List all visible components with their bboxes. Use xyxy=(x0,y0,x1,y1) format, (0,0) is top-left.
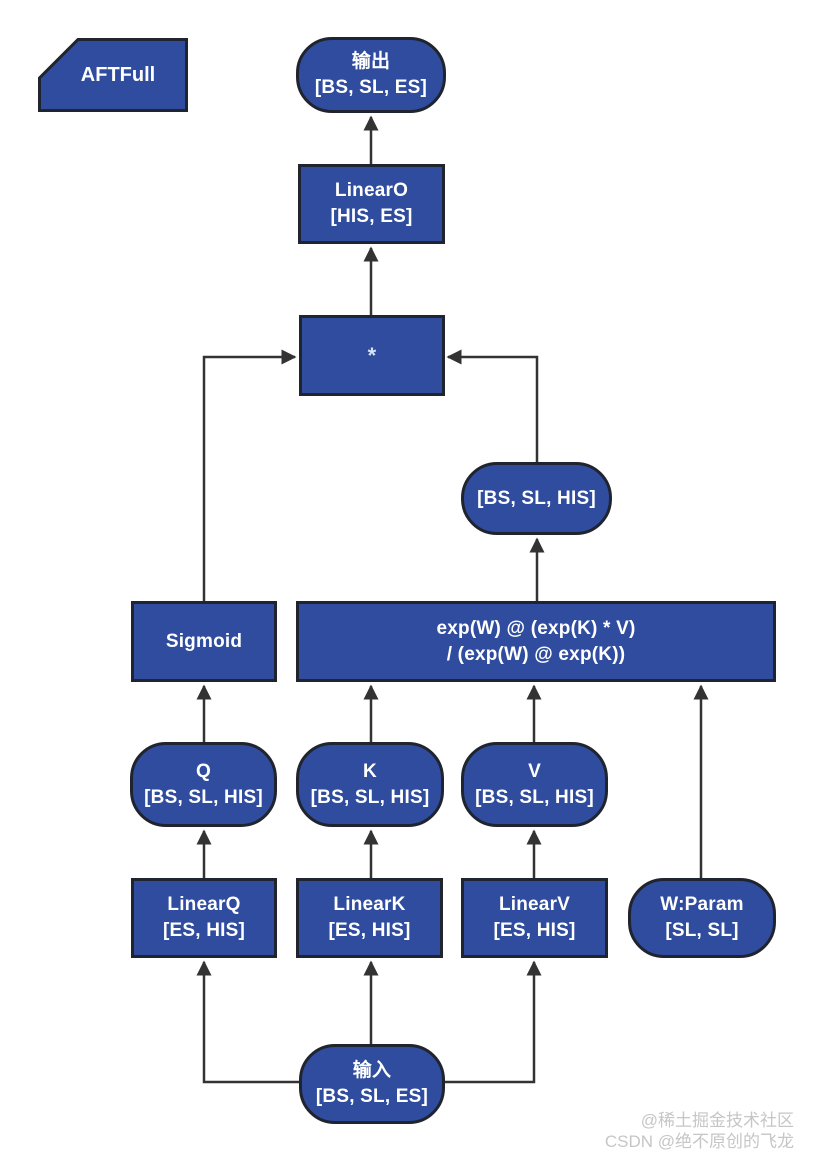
node-output-title: 输出 xyxy=(351,51,391,72)
node-w-param-title: W:Param xyxy=(660,894,744,915)
node-v-title: V xyxy=(528,760,541,782)
node-output: 输出 [BS, SL, ES] xyxy=(296,37,446,113)
node-input-title: 输入 xyxy=(352,1060,392,1081)
node-v: V [BS, SL, HIS] xyxy=(461,742,608,827)
node-input-shape: [BS, SL, ES] xyxy=(315,1086,429,1107)
node-exp-formula: exp(W) @ (exp(K) * V) / (exp(W) @ exp(K)… xyxy=(296,601,776,682)
node-linear-o-title: LinearO xyxy=(334,180,409,201)
node-q: Q [BS, SL, HIS] xyxy=(130,742,277,827)
node-k: K [BS, SL, HIS] xyxy=(296,742,444,827)
node-input: 输入 [BS, SL, ES] xyxy=(299,1044,445,1124)
node-linear-o: LinearO [HIS, ES] xyxy=(298,164,445,244)
node-linear-v: LinearV [ES, HIS] xyxy=(461,878,608,958)
node-exp-formula-line1: exp(W) @ (exp(K) * V) xyxy=(436,617,636,639)
node-w-param-shape: [SL, SL] xyxy=(665,920,739,941)
node-linear-k-shape: [ES, HIS] xyxy=(328,920,411,941)
cut-corner-card-shape xyxy=(38,38,188,112)
node-multiply-label: * xyxy=(367,342,377,368)
watermark-line1: @稀土掘金技术社区 xyxy=(640,1111,794,1130)
node-linear-k-title: LinearK xyxy=(333,894,406,915)
node-linear-q-shape: [ES, HIS] xyxy=(162,920,246,941)
node-linear-v-shape: [ES, HIS] xyxy=(493,920,576,941)
node-linear-v-title: LinearV xyxy=(498,894,571,915)
watermark: @稀土掘金技术社区 CSDN @绝不原创的飞龙 xyxy=(605,1110,794,1152)
watermark-line2: CSDN @绝不原创的飞龙 xyxy=(604,1132,794,1151)
node-linear-o-shape: [HIS, ES] xyxy=(330,206,413,227)
node-linear-q-title: LinearQ xyxy=(167,894,241,915)
node-q-title: Q xyxy=(196,760,211,782)
node-w-param: W:Param [SL, SL] xyxy=(628,878,776,958)
aftfull-tag-label: AFTFull xyxy=(80,63,156,86)
node-linear-q: LinearQ [ES, HIS] xyxy=(131,878,277,958)
node-k-title: K xyxy=(363,760,377,782)
node-sigmoid-label: Sigmoid xyxy=(165,630,243,652)
aftfull-tag: AFTFull xyxy=(38,38,188,112)
node-v-shape: [BS, SL, HIS] xyxy=(475,786,594,808)
node-sigmoid: Sigmoid xyxy=(131,601,277,682)
node-linear-k: LinearK [ES, HIS] xyxy=(296,878,443,958)
node-output-shape: [BS, SL, ES] xyxy=(314,77,428,98)
node-k-shape: [BS, SL, HIS] xyxy=(310,786,430,808)
node-bs-sl-his: [BS, SL, HIS] xyxy=(461,462,612,535)
node-bs-sl-his-label: [BS, SL, HIS] xyxy=(477,487,596,509)
node-q-shape: [BS, SL, HIS] xyxy=(144,786,263,808)
node-exp-formula-line2: / (exp(W) @ exp(K)) xyxy=(446,643,626,665)
node-multiply: * xyxy=(299,315,445,396)
